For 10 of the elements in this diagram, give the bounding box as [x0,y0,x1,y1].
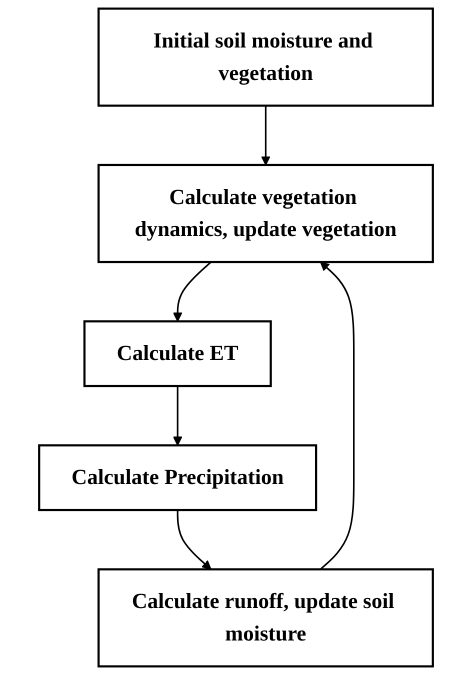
arrow [320,262,355,570]
arrow [176,510,212,570]
arrow [172,386,182,446]
node-box: Calculate ET [83,320,272,388]
arrow [172,261,212,322]
node-box: Calculate Precipitation [38,444,318,512]
arrow [260,106,270,166]
node-box: Calculate runoff, update soil moisture [98,568,434,668]
node-box: Calculate vegetation dynamics, update vegetation [98,164,434,264]
node-box: Initial soil moisture and vegetation [98,8,434,107]
